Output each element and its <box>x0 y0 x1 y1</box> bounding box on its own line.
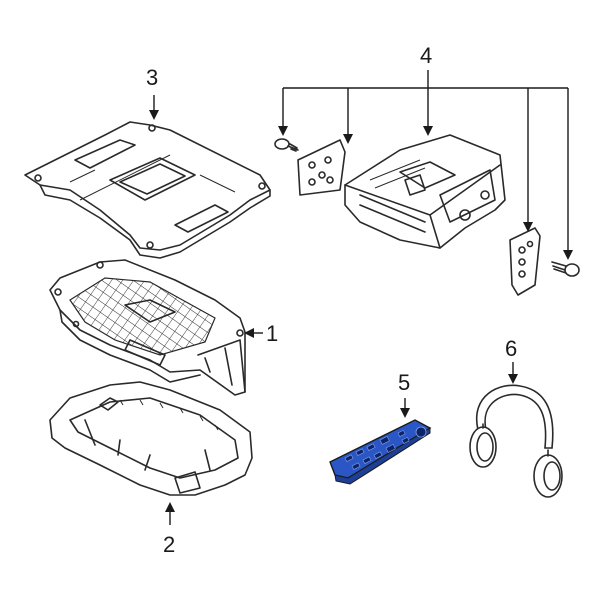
callout-6: 6 <box>505 336 517 361</box>
screw-right-icon <box>551 261 580 277</box>
dvd-player-icon <box>344 134 506 249</box>
mounting-bracket-plate-icon <box>24 121 271 259</box>
callout-2: 2 <box>163 532 175 557</box>
overhead-console-bezel-icon <box>49 381 253 496</box>
mounting-bracket-right-icon <box>509 227 541 296</box>
callout-3: 3 <box>146 65 158 90</box>
callout-5: 5 <box>398 370 410 395</box>
callout-1: 1 <box>266 321 278 346</box>
screw-left-icon <box>274 138 299 152</box>
remote-control-icon <box>329 419 432 485</box>
callout-4: 4 <box>420 43 432 68</box>
mounting-bracket-left-icon <box>297 139 346 196</box>
wireless-headphones-icon <box>469 384 563 498</box>
leader-lines <box>149 70 573 525</box>
overhead-console-housing-icon <box>49 259 246 396</box>
